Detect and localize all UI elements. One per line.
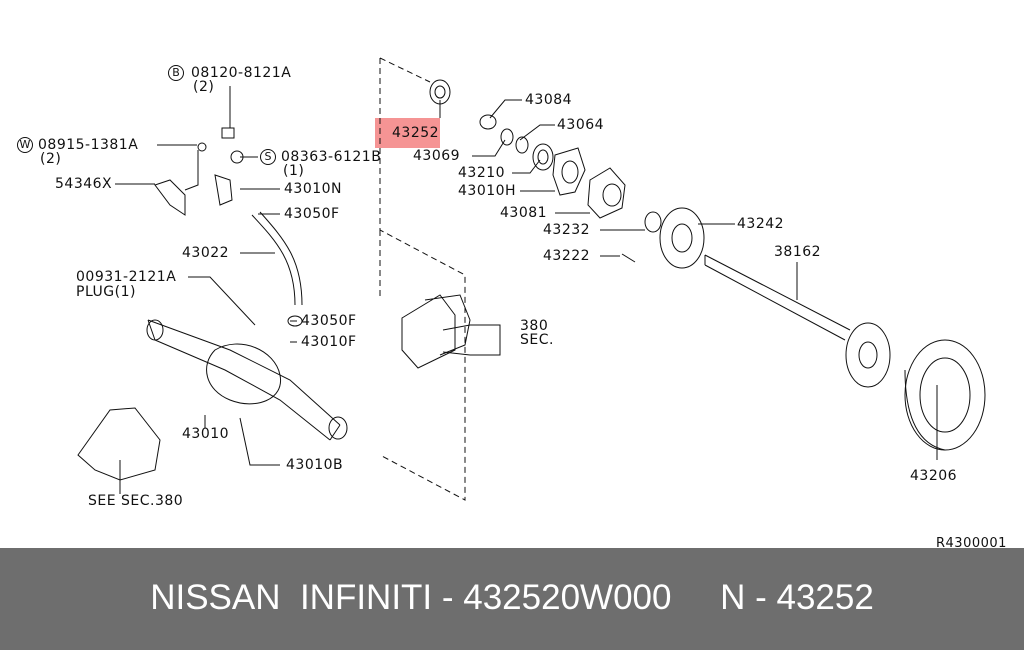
part-label-43050F[interactable]: 43050F	[301, 313, 357, 329]
brake-drum-icon	[904, 339, 986, 451]
part-label-43069[interactable]: 43069	[413, 148, 461, 164]
nut-icon	[479, 114, 497, 130]
part-label-43252-highlighted[interactable]: 43252	[392, 125, 440, 141]
qty-label: (1)	[283, 163, 305, 179]
part-label-43064[interactable]: 43064	[557, 117, 605, 133]
shaft-flange-icon	[845, 322, 891, 388]
section-ref-label: SEC.	[520, 332, 554, 348]
footer-banner: NISSAN INFINITI - 432520W000 N - 43252	[0, 548, 1024, 650]
retainer-plate-icon	[552, 147, 586, 196]
part-label-43010H[interactable]: 43010H	[458, 183, 517, 199]
part-label-08915[interactable]: 08915-1381A	[38, 137, 139, 153]
dashed-outline	[379, 57, 466, 501]
axle-housing-icon	[147, 319, 341, 441]
screw-symbol-icon: S	[260, 149, 276, 165]
part-label-43084[interactable]: 43084	[525, 92, 573, 108]
part-label-43242[interactable]: 43242	[737, 216, 785, 232]
backing-plate-icon	[659, 207, 705, 269]
lock-washer-icon	[500, 128, 514, 146]
part-label-38162[interactable]: 38162	[774, 244, 822, 260]
clamp-icon	[287, 315, 303, 327]
bracket-icon	[154, 179, 186, 216]
part-label-43206[interactable]: 43206	[910, 468, 958, 484]
differential-carrier-icon	[206, 343, 281, 405]
part-label-54346X[interactable]: 54346X	[55, 176, 113, 192]
highlighted-part-marker	[375, 118, 440, 148]
part-label-43010B[interactable]: 43010B	[286, 457, 344, 473]
oil-seal-icon	[429, 79, 451, 105]
section-ref-num[interactable]: 380	[520, 318, 549, 334]
hose-icon	[251, 211, 303, 306]
part-label-43081[interactable]: 43081	[500, 205, 548, 221]
part-label-43222[interactable]: 43222	[543, 248, 591, 264]
see-section-label[interactable]: SEE SEC.380	[88, 493, 184, 509]
screw-icon	[230, 150, 244, 164]
diagram-drawing	[77, 57, 986, 501]
part-label-43050F[interactable]: 43050F	[284, 206, 340, 222]
part-label-43010N[interactable]: 43010N	[284, 181, 343, 197]
part-label-43022[interactable]: 43022	[182, 245, 230, 261]
qty-label: (2)	[193, 79, 215, 95]
stud-bolt-icon	[621, 253, 636, 263]
footer-part-number: NISSAN INFINITI - 432520W000 N - 43252	[150, 578, 874, 617]
part-label-08120[interactable]: 08120-8121A	[191, 65, 292, 81]
axle-shaft-icon	[704, 254, 851, 341]
part-label-43210[interactable]: 43210	[458, 165, 506, 181]
leader-lines	[115, 86, 938, 494]
bearing-cage-icon	[587, 167, 626, 219]
cover-gasket-icon	[401, 294, 471, 369]
part-label-43010F[interactable]: 43010F	[301, 334, 357, 350]
diagram-id: R4300001	[936, 536, 1007, 551]
washer-symbol-icon: W	[17, 137, 33, 153]
bolt-icon	[221, 127, 235, 139]
plug-desc: PLUG(1)	[76, 284, 136, 300]
diff-case-icon	[77, 407, 161, 481]
axle-flange-left	[146, 319, 164, 341]
bearing-icon	[532, 143, 554, 171]
part-label-43232[interactable]: 43232	[543, 222, 591, 238]
part-label-08363[interactable]: 08363-6121B	[281, 149, 382, 165]
breather-icon	[214, 174, 233, 206]
part-label-43010[interactable]: 43010	[182, 426, 230, 442]
washer-icon	[197, 142, 207, 152]
bolt-symbol-icon: B	[168, 65, 184, 81]
inner-seal-icon	[644, 211, 662, 233]
qty-label: (2)	[40, 151, 62, 167]
spacer-icon	[515, 136, 529, 154]
axle-flange-right	[328, 416, 348, 440]
part-label-00931[interactable]: 00931-2121A	[76, 269, 177, 285]
